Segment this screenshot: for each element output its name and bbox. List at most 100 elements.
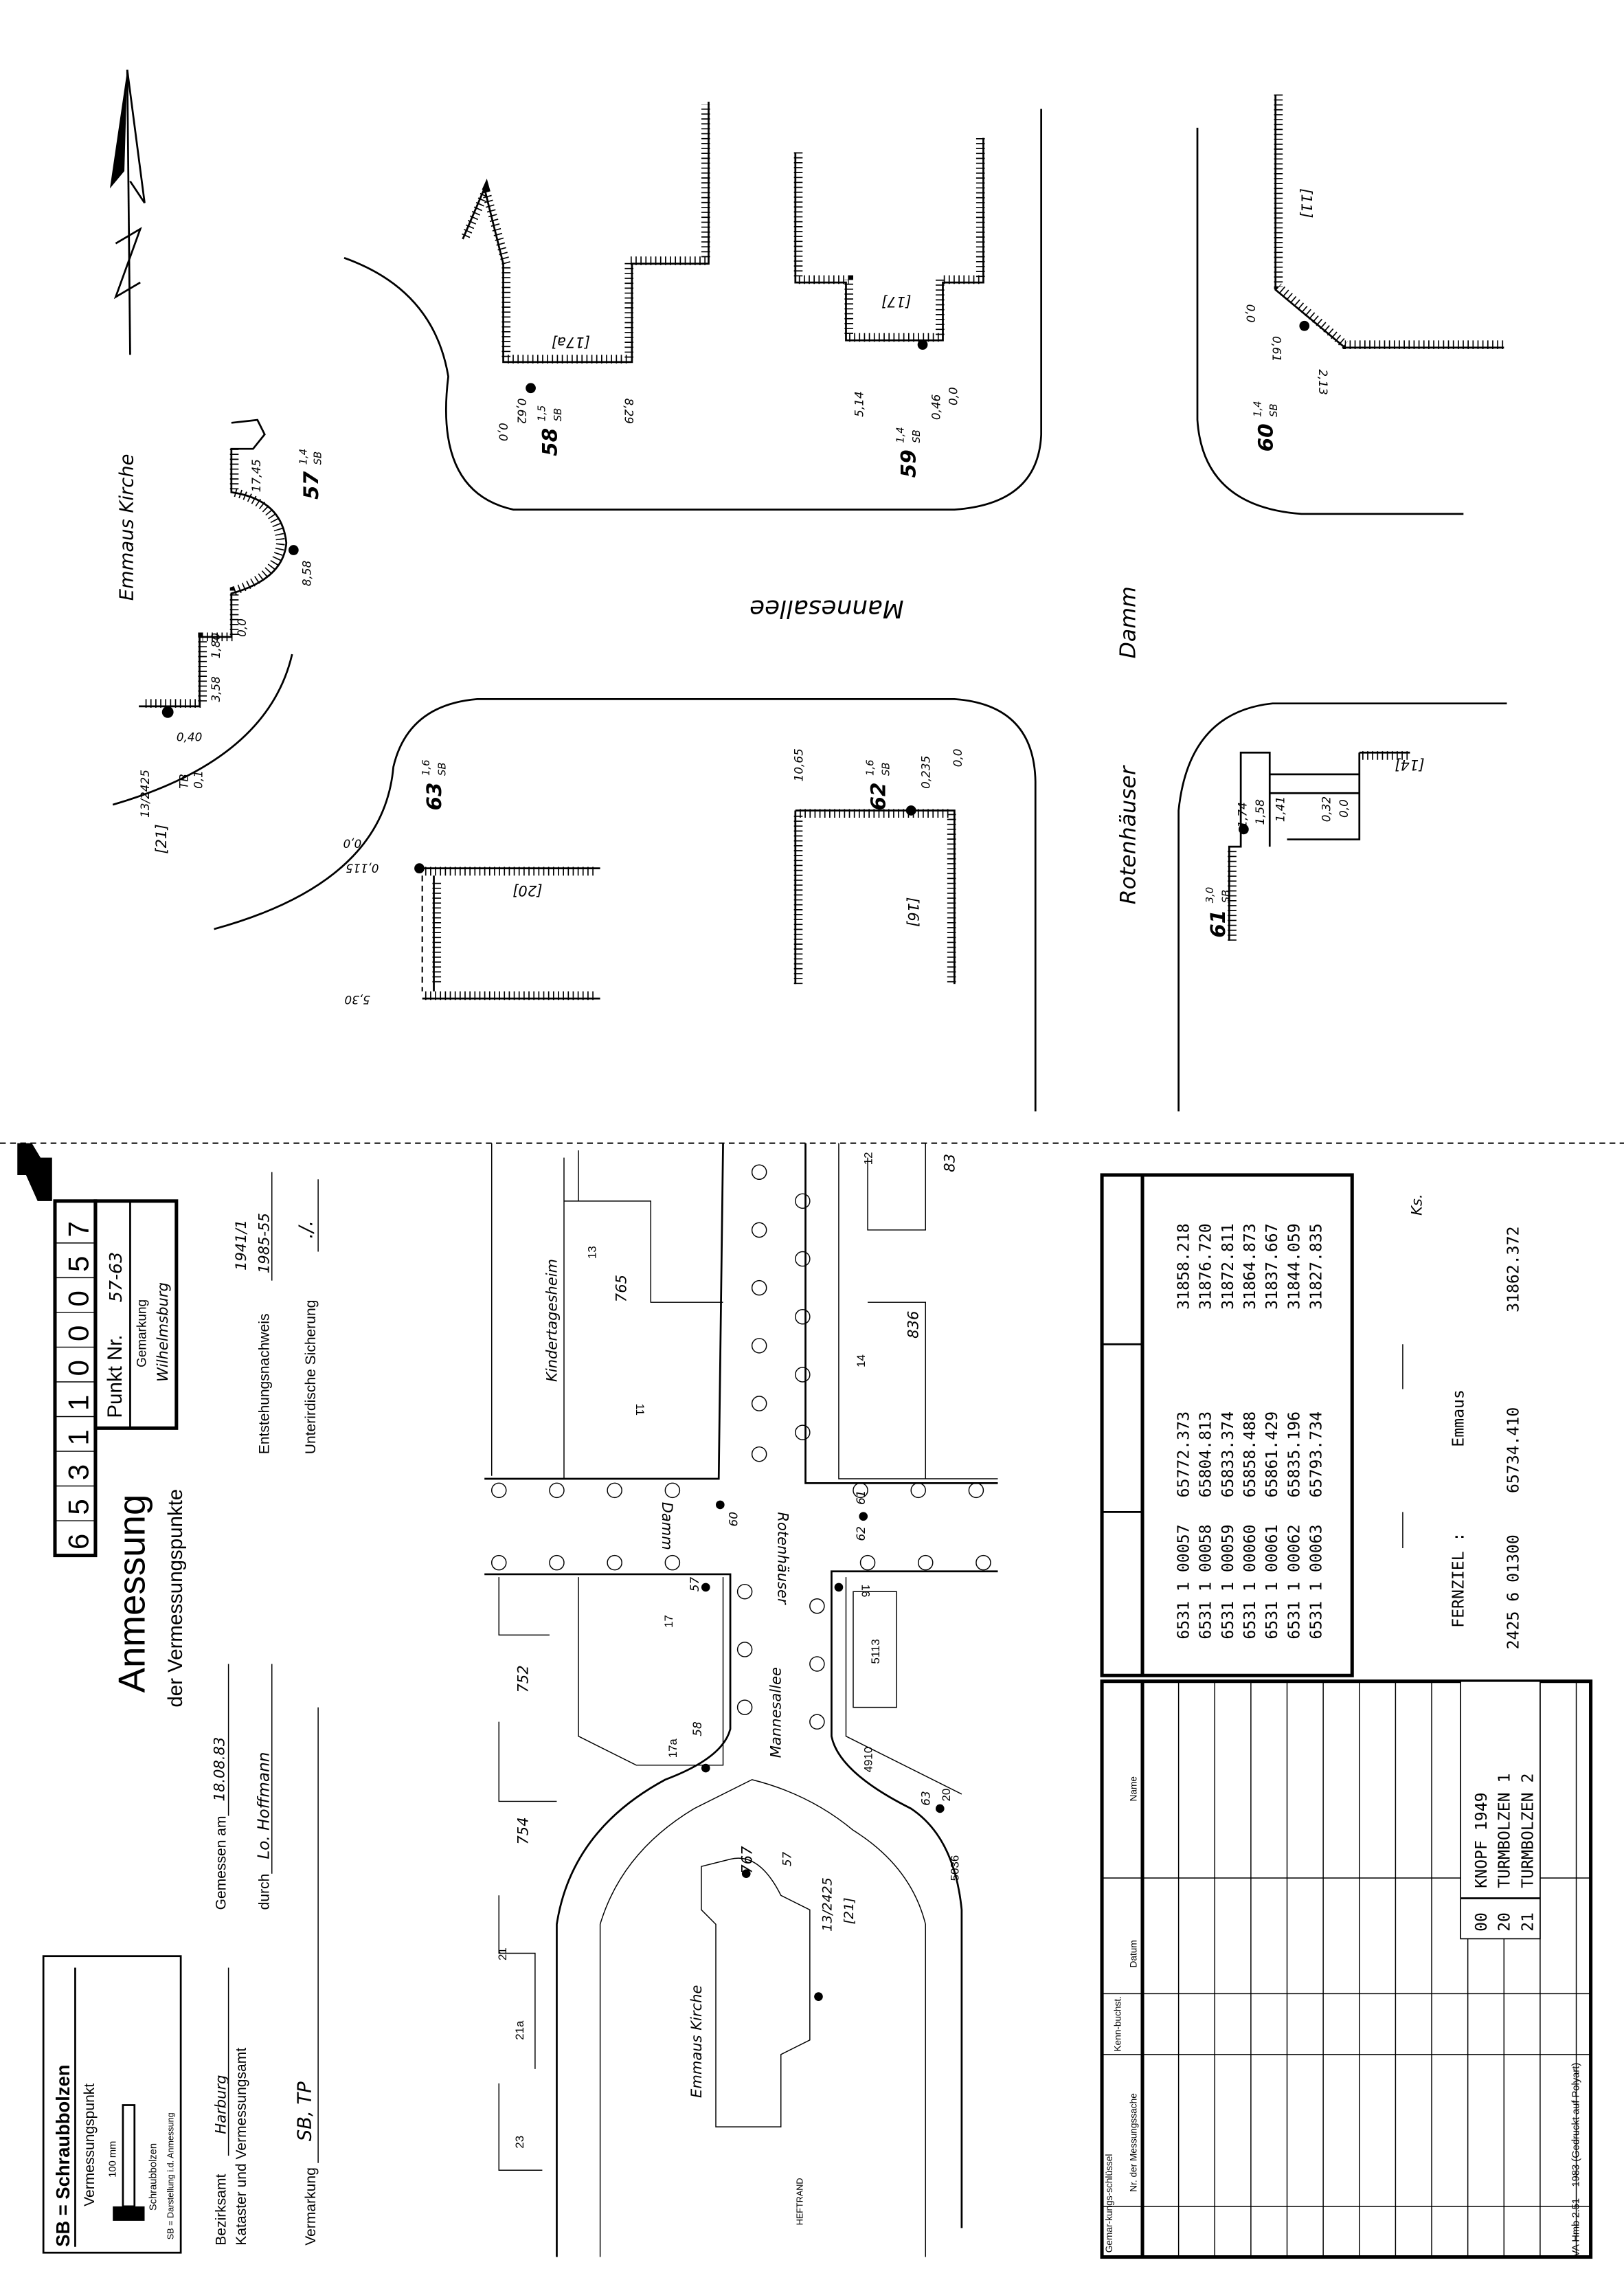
code-label: TURMBOLZEN 1	[1496, 1774, 1514, 1888]
map-label: 21a	[513, 2020, 526, 2040]
survey-point-icon	[288, 545, 299, 555]
map-label: 765	[612, 1275, 629, 1302]
building-11	[1274, 94, 1504, 349]
measure: 5,14	[853, 391, 866, 416]
map-label: 57	[688, 1576, 701, 1591]
building-label: [20]	[512, 882, 542, 899]
survey-point-icon	[526, 383, 536, 394]
building-label: [17a]	[552, 334, 590, 351]
code: 00	[1473, 1912, 1491, 1932]
point-id-cell: 6531 1 00063	[1308, 1524, 1326, 1639]
point-number: 60	[1254, 423, 1277, 451]
x-coordinate-cell: 65858.488	[1241, 1411, 1259, 1497]
measure: 0,0	[951, 749, 965, 768]
vermarkung-value: SB, TP	[295, 2081, 316, 2141]
margin-label: HEFTRAND	[795, 2178, 804, 2225]
punkt-label: Punkt Nr.	[104, 1334, 126, 1418]
church-footprint	[701, 1857, 811, 2127]
curb-line	[1177, 702, 1507, 1112]
fernziel-y: 31862.372	[1504, 1227, 1522, 1312]
point-height: 1,4	[895, 427, 907, 443]
measure: 0,46	[929, 394, 943, 420]
x-coordinate-cell: 65804.813	[1197, 1411, 1215, 1497]
map-label: [21]	[842, 1897, 857, 1924]
digit: 5	[62, 1256, 94, 1272]
map-label: 4910	[861, 1747, 875, 1772]
building-14	[1228, 751, 1410, 941]
measure: 2,13	[1316, 369, 1330, 394]
map-label: 17a	[666, 1739, 679, 1758]
measure: 0,62	[515, 399, 529, 424]
map-street-label: Damm	[659, 1502, 676, 1550]
point-id-cell: 6531 1 00061	[1263, 1524, 1281, 1639]
fernziel-label: FERNZIEL :	[1450, 1532, 1467, 1628]
map-label: 16	[859, 1585, 872, 1598]
building-label: [14]	[1395, 757, 1424, 774]
point-id-cell: 6531 1 00059	[1219, 1524, 1237, 1639]
digit: 1	[62, 1429, 94, 1445]
point-id-cell: 6531 1 00057	[1175, 1524, 1193, 1639]
measure: TB	[177, 774, 191, 789]
map-label: 60	[727, 1512, 741, 1526]
building-label: [16]	[905, 897, 922, 927]
digit: 6	[62, 1534, 94, 1550]
digit: 3	[62, 1464, 94, 1480]
map-label: Emmaus Kirche	[688, 1985, 705, 2098]
x-coordinate-cell: 65861.429	[1263, 1411, 1281, 1497]
code: 21	[1519, 1912, 1537, 1932]
y-coordinate-cell: 31827.835	[1308, 1223, 1326, 1309]
street-name-damm: Damm	[1116, 586, 1140, 658]
legend-bolt: Schraubbolzen	[148, 2143, 159, 2211]
measure: 1,74	[1236, 802, 1250, 827]
measure: 0,0	[343, 837, 362, 851]
point-type: SB	[1220, 890, 1232, 903]
street-name-mannesallee: Mannesallee	[749, 594, 904, 623]
digit: 0	[62, 1326, 94, 1341]
survey-point-icon	[905, 805, 916, 816]
gemessen-label: Gemessen am	[213, 1815, 229, 1910]
legend-subtitle: Vermessungspunkt	[82, 2083, 98, 2206]
sicherung-label: Unterirdische Sicherung	[303, 1300, 319, 1455]
map-street-label: Rotenhäuser	[775, 1512, 792, 1605]
survey-point-icon	[1238, 824, 1249, 835]
building-16	[794, 809, 956, 985]
map-label: Kindertagesheim	[543, 1259, 560, 1382]
y-coordinate-cell: 31858.218	[1175, 1223, 1193, 1309]
survey-point-icon	[414, 863, 425, 874]
survey-point-icon	[1299, 320, 1310, 331]
digit: 1	[62, 1395, 94, 1411]
building-20	[422, 867, 600, 1000]
measurements: 17,45 8,58 1,80 0,0 3,58 0,40 13/2425 TB…	[138, 304, 1351, 1007]
point-type: SB	[312, 451, 324, 465]
map-survey-points	[701, 1500, 945, 2001]
map-street-label: Mannesallee	[767, 1667, 785, 1758]
measure: 1,58	[1253, 799, 1267, 825]
map-label: 63	[919, 1791, 933, 1805]
curb-line	[112, 653, 293, 806]
code-label: KNOPF 1949	[1473, 1792, 1491, 1888]
code-label: TURMBOLZEN 2	[1519, 1774, 1537, 1888]
map-label: 57	[780, 1851, 793, 1866]
bezirksamt-value: Harburg	[212, 2075, 229, 2134]
column-header: Datum	[1129, 1940, 1139, 1967]
gemarkung-label: Gemarkung	[135, 1299, 150, 1367]
digit: 0	[62, 1290, 94, 1306]
field-sketch: Emmaus Kirche Mannesallee Rotenhäuser D	[109, 69, 1507, 1112]
point-number: 63	[422, 782, 446, 810]
church-outline	[139, 418, 288, 708]
curb-line	[214, 698, 1037, 1112]
entstehung-value: 1941/1	[232, 1220, 249, 1271]
kataster-label: Kataster und Vermessungsamt	[234, 2048, 249, 2246]
measure: 3,58	[209, 676, 223, 702]
form-footer: VA Hmb 2.51 – 1983 (Gedruckt auf Polyart…	[1571, 2063, 1582, 2257]
gemarkung-value: Wilhelmsburg	[154, 1282, 171, 1382]
measure: 0,40	[177, 730, 202, 744]
measure: 1,80	[209, 633, 223, 658]
map-label: 754	[514, 1817, 531, 1844]
curb-line	[343, 109, 1043, 511]
sicherung-value: ./.	[296, 1220, 317, 1239]
x-coordinate-cell: 65793.734	[1308, 1411, 1326, 1497]
map-label: 17	[662, 1615, 675, 1628]
